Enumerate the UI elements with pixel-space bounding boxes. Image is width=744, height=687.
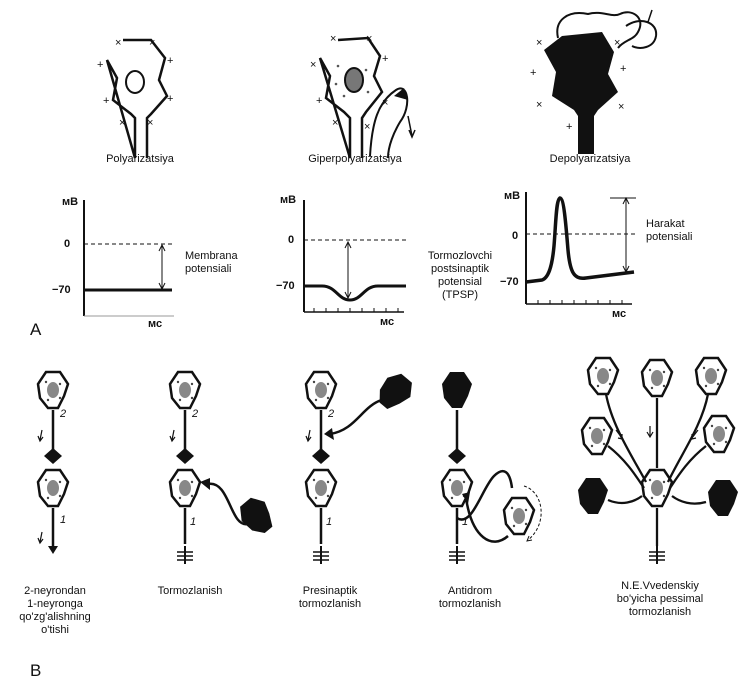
neuron-depolarization-icon: × × + + × × + [528, 6, 668, 156]
svg-text:×: × [536, 37, 542, 49]
svg-text:×: × [147, 117, 153, 129]
graph3-y-unit: мВ [504, 190, 520, 203]
svg-text:×: × [366, 33, 372, 45]
svg-text:+: + [167, 55, 173, 67]
graph3-x-unit: мс [612, 308, 626, 321]
svg-text:+: + [167, 93, 173, 105]
svg-text:+: + [382, 53, 388, 65]
chain2-number-2: 2 [192, 408, 198, 421]
chain2-number-1: 1 [190, 516, 196, 529]
svg-text:+: + [97, 59, 103, 71]
graph1-x-unit: мс [148, 318, 162, 331]
graph2-minus70-label: −70 [276, 280, 295, 293]
caption-inhibition: Tormozlanish [140, 585, 240, 598]
svg-text:+: + [530, 67, 536, 79]
svg-text:+: + [316, 95, 322, 107]
graph2-x-unit: мс [380, 316, 394, 329]
graph1-y-unit: мВ [62, 196, 78, 209]
caption-depolarization: Depolyarizatsiya [520, 153, 660, 166]
svg-text:+: + [620, 63, 626, 75]
neuron-hyperpolarization-icon: × × × + + × × × [308, 26, 418, 161]
chain3-number-1: 1 [326, 516, 332, 529]
chain-inhibition-icon [160, 368, 290, 578]
svg-text:×: × [115, 37, 121, 49]
chain-presynaptic-inhibition-icon [296, 368, 426, 578]
neuron-polarization-icon: × × + + + + × × [95, 30, 185, 160]
caption-hyperpolarization: Giperpolyarizatsiya [280, 153, 430, 166]
graph3-zero-label: 0 [512, 230, 518, 243]
svg-text:×: × [332, 117, 338, 129]
caption-excitation-transfer: 2-neyrondan 1-neyronga qo'zg'alishning o… [0, 585, 110, 637]
section-b-letter: B [30, 664, 41, 677]
chain3-number-2: 2 [328, 408, 334, 421]
svg-text:+: + [103, 95, 109, 107]
graph2-zero-label: 0 [288, 234, 294, 247]
caption-polarization: Polyarizatsiya [70, 153, 210, 166]
membrane-potential-graph [40, 194, 180, 324]
graph1-minus70-label: −70 [52, 284, 71, 297]
svg-text:×: × [330, 33, 336, 45]
graph1-annotation: Membrana potensiali [185, 250, 265, 276]
ipsp-graph [260, 194, 410, 324]
chain-excitation-transfer-icon [28, 368, 78, 578]
chain4-number-1: 1 [462, 516, 468, 529]
svg-text:×: × [149, 37, 155, 49]
section-a-letter: A [30, 323, 41, 336]
svg-text:×: × [310, 59, 316, 71]
caption-antidromic-inhibition: Antidrom tormozlanish [415, 585, 525, 611]
svg-text:×: × [618, 101, 624, 113]
svg-text:×: × [614, 37, 620, 49]
svg-text:+: + [566, 121, 572, 133]
svg-text:×: × [364, 121, 370, 133]
graph2-y-unit: мВ [280, 194, 296, 207]
svg-text:×: × [382, 97, 388, 109]
graph3-annotation: Harakat potensiali [646, 218, 736, 244]
graph1-zero-label: 0 [64, 238, 70, 251]
svg-text:×: × [536, 99, 542, 111]
chain1-number-1: 1 [60, 514, 66, 527]
caption-presynaptic-inhibition: Presinaptik tormozlanish [275, 585, 385, 611]
chain-antidromic-inhibition-icon [432, 368, 562, 578]
chain1-number-2: 2 [60, 408, 66, 421]
caption-pessimal-inhibition: N.E.Vvedenskiy bo'yicha pessimal tormozl… [590, 580, 730, 619]
action-potential-graph [490, 186, 650, 316]
svg-text:×: × [119, 117, 125, 129]
chain-pessimal-inhibition-icon [572, 356, 744, 576]
graph3-minus70-label: −70 [500, 276, 519, 289]
